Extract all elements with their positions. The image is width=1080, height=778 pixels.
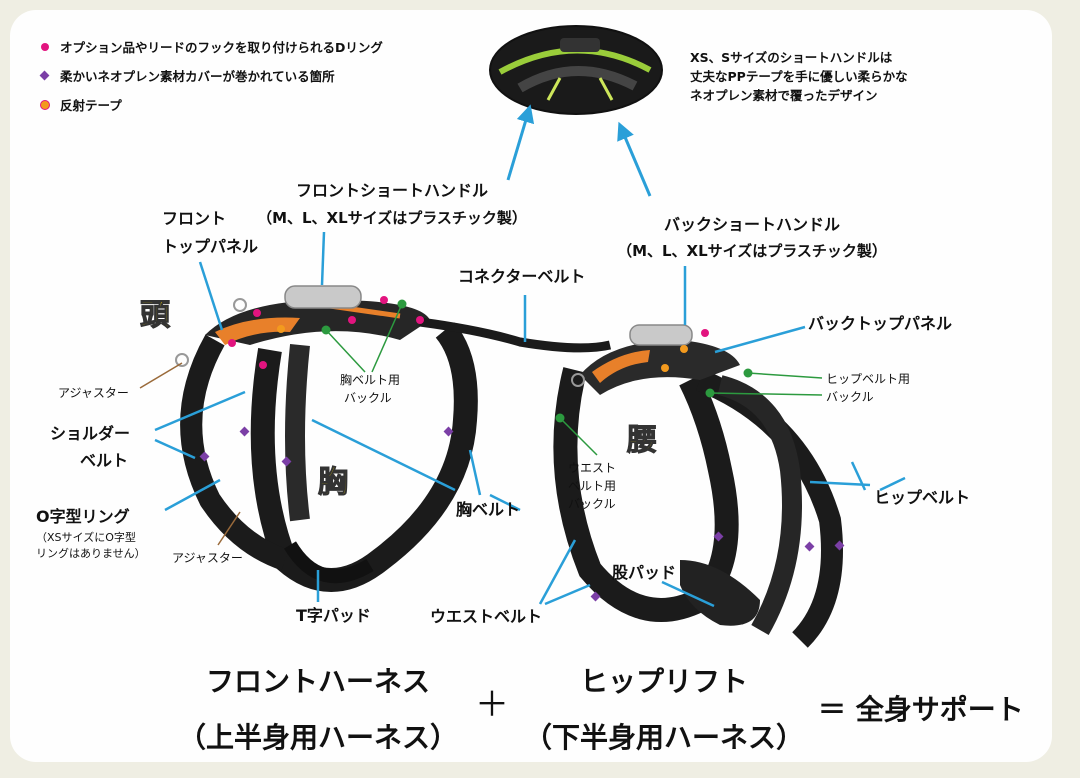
label-hip-belt: ヒップベルト [874, 488, 970, 507]
label-front-short-handle-note: （M、L、XLサイズはプラスチック製） [257, 209, 527, 227]
front-harness-name: フロントハーネス [206, 665, 430, 698]
brown-leader-lines [139, 362, 241, 546]
label-shoulder-belt: ショルダー [50, 424, 130, 443]
closeup-note: XS、Sサイズのショートハンドルは 丈夫なPPテープを手に優しい柔らかな ネオプ… [690, 50, 908, 103]
purple-diamond-icon [39, 70, 50, 81]
label-waist-belt-buckle-2: ベルト用 [568, 479, 616, 493]
hip-lift-subtitle: （下半身用ハーネス） [524, 721, 804, 754]
label-hip-belt-buckle-2: バックル [826, 390, 874, 404]
legend-item-reflective-tape: 反射テープ [60, 98, 122, 113]
legend-item-neoprene: 柔かいネオプレン素材カバーが巻かれている箇所 [59, 69, 335, 84]
hip-lift-image [553, 324, 843, 648]
label-t-pad: T字パッド [296, 606, 371, 625]
label-chest-belt-buckle: 胸ベルト用 [340, 372, 400, 387]
label-crotch-pad: 股パッド [612, 563, 676, 582]
leader-lines [154, 231, 906, 608]
label-o-ring: O字型リング [36, 507, 130, 526]
handle-closeup-photo [489, 25, 663, 115]
label-o-ring-note-2: リングはありません） [36, 546, 146, 560]
legend-item-d-ring: オプション品やリードのフックを取り付けられるDリング [60, 40, 383, 55]
label-chest-belt: 胸ベルト [456, 500, 520, 519]
legend: オプション品やリードのフックを取り付けられるDリング 柔かいネオプレン素材カバー… [39, 40, 383, 113]
svg-text:ネオプレン素材で覆ったデザイン: ネオプレン素材で覆ったデザイン [690, 88, 878, 103]
harness-markers [199, 296, 845, 602]
label-o-ring-note: （XSサイズにO字型 [36, 530, 136, 544]
arrow-to-closeup-right [617, 121, 652, 197]
front-harness-subtitle: （上半身用ハーネス） [178, 721, 458, 754]
label-shoulder-belt-2: ベルト [80, 451, 128, 470]
orange-dot-icon [40, 100, 50, 110]
connector-belt-image [419, 317, 612, 353]
label-adjuster-lower: アジャスター [172, 551, 243, 565]
label-back-short-handle-note: （M、L、XLサイズはプラスチック製） [617, 242, 887, 260]
hip-lift-name: ヒップリフト [580, 665, 748, 698]
label-front-short-handle: フロントショートハンドル [296, 181, 488, 200]
full-body-support: ＝ 全身サポート [818, 693, 1024, 726]
arrow-to-closeup-left [506, 104, 535, 181]
pink-dot-icon [41, 43, 49, 51]
label-waist-belt-buckle-3: バックル [568, 497, 616, 511]
region-label-head: 頭 [140, 298, 171, 333]
region-label-chest: 胸 [318, 465, 348, 500]
svg-text:丈夫なPPテープを手に優しい柔らかな: 丈夫なPPテープを手に優しい柔らかな [690, 69, 908, 84]
content-card [10, 10, 1052, 762]
label-front-top-panel-2: トップパネル [162, 237, 258, 256]
front-harness-image [175, 285, 478, 592]
label-chest-belt-buckle-2: バックル [344, 391, 392, 405]
label-hip-belt-buckle: ヒップベルト用 [826, 372, 910, 386]
label-front-top-panel: フロント [162, 209, 226, 228]
green-leader-lines [325, 303, 823, 456]
label-waist-belt-buckle: ウエスト [568, 461, 616, 475]
svg-text:XS、Sサイズのショートハンドルは: XS、Sサイズのショートハンドルは [690, 50, 893, 65]
label-connector-belt: コネクターベルト [458, 267, 585, 286]
label-back-top-panel: バックトップパネル [808, 314, 952, 333]
region-label-waist: 腰 [627, 423, 657, 458]
label-adjuster-upper: アジャスター [58, 386, 129, 400]
label-waist-belt: ウエストベルト [430, 607, 542, 626]
label-back-short-handle: バックショートハンドル [664, 215, 840, 234]
plus-sign: ＋ [475, 685, 509, 725]
